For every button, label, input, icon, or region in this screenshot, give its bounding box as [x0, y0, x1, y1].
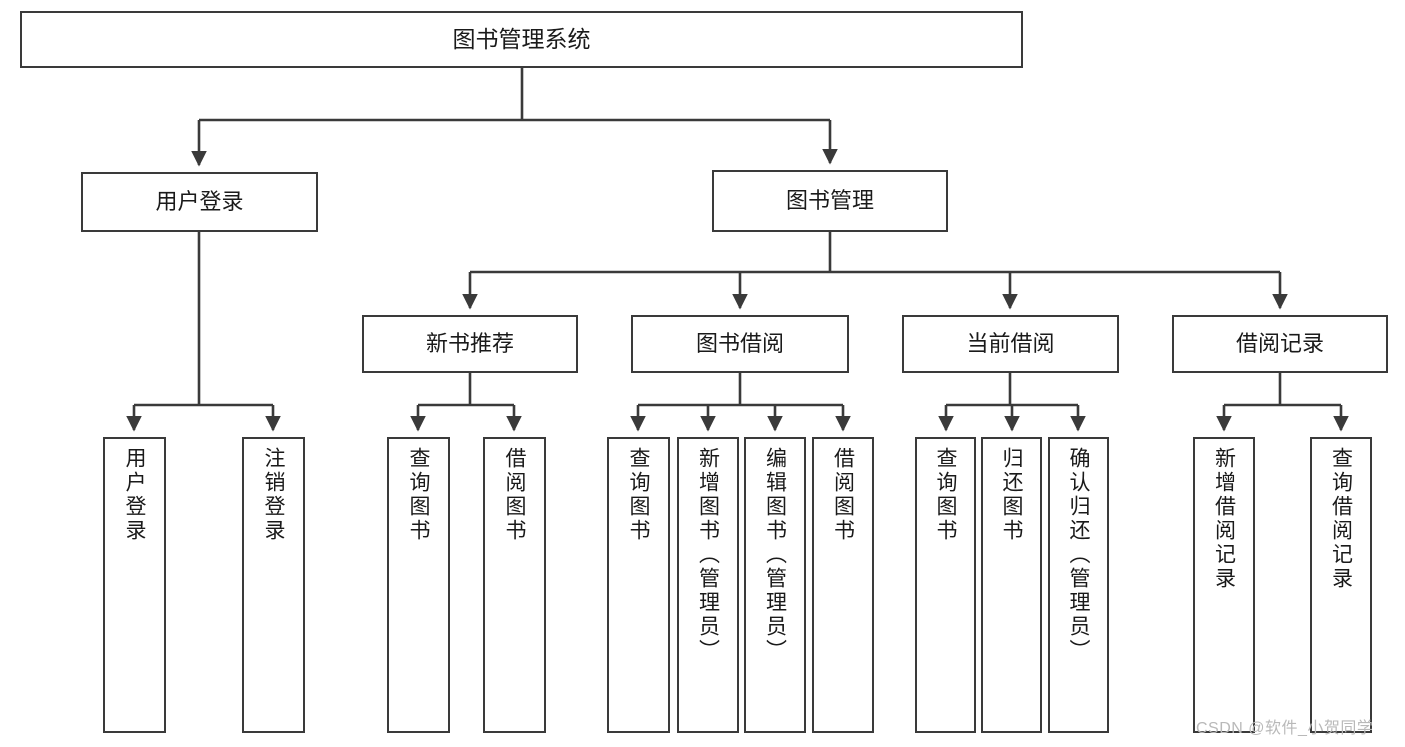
node-user-login[interactable]: 用户登录: [81, 172, 318, 232]
node-leaf-edit-book-admin[interactable]: 编辑图书（管理员）: [744, 437, 806, 733]
node-new-book-recommend[interactable]: 新书推荐: [362, 315, 578, 373]
node-leaf-confirm-return-admin-label: 确认归还（管理员）: [1067, 447, 1090, 663]
node-leaf-borrow-book-2[interactable]: 借阅图书: [812, 437, 874, 733]
node-leaf-query-book-3-label: 查询图书: [934, 447, 957, 543]
node-leaf-user-login-label: 用户登录: [123, 447, 146, 543]
node-user-login-label: 用户登录: [155, 188, 244, 214]
node-root[interactable]: 图书管理系统: [20, 11, 1023, 68]
node-leaf-edit-book-admin-label: 编辑图书（管理员）: [763, 447, 787, 663]
node-leaf-query-book-1-label: 查询图书: [407, 447, 430, 543]
node-leaf-return-book-label: 归还图书: [1000, 447, 1023, 543]
node-book-manage[interactable]: 图书管理: [712, 170, 948, 232]
node-leaf-query-borrow-record-label: 查询借阅记录: [1329, 447, 1353, 591]
node-root-label: 图书管理系统: [452, 25, 591, 52]
node-leaf-confirm-return-admin[interactable]: 确认归还（管理员）: [1048, 437, 1109, 733]
node-book-borrow-label: 图书借阅: [695, 330, 784, 356]
node-leaf-add-book-admin-label: 新增图书（管理员）: [696, 447, 720, 663]
node-leaf-add-borrow-record-label: 新增借阅记录: [1212, 447, 1236, 591]
node-leaf-add-borrow-record[interactable]: 新增借阅记录: [1193, 437, 1255, 733]
node-leaf-query-book-3[interactable]: 查询图书: [915, 437, 976, 733]
node-leaf-logout-login-label: 注销登录: [262, 447, 285, 543]
node-book-borrow[interactable]: 图书借阅: [631, 315, 849, 373]
node-current-borrow[interactable]: 当前借阅: [902, 315, 1119, 373]
node-leaf-query-book-2-label: 查询图书: [627, 447, 650, 543]
node-leaf-borrow-book-1[interactable]: 借阅图书: [483, 437, 546, 733]
node-borrow-record-label: 借阅记录: [1235, 330, 1324, 356]
node-leaf-user-login[interactable]: 用户登录: [103, 437, 166, 733]
node-leaf-query-book-2[interactable]: 查询图书: [607, 437, 670, 733]
node-leaf-query-borrow-record[interactable]: 查询借阅记录: [1310, 437, 1372, 733]
node-leaf-borrow-book-2-label: 借阅图书: [831, 447, 855, 543]
node-borrow-record[interactable]: 借阅记录: [1172, 315, 1388, 373]
node-book-manage-label: 图书管理: [785, 187, 874, 213]
node-leaf-return-book[interactable]: 归还图书: [981, 437, 1042, 733]
node-current-borrow-label: 当前借阅: [966, 330, 1055, 356]
node-new-book-recommend-label: 新书推荐: [425, 330, 514, 356]
node-leaf-add-book-admin[interactable]: 新增图书（管理员）: [677, 437, 739, 733]
node-leaf-logout-login[interactable]: 注销登录: [242, 437, 305, 733]
csdn-watermark: CSDN @软件_小贺同学: [1196, 720, 1374, 737]
node-leaf-query-book-1[interactable]: 查询图书: [387, 437, 450, 733]
node-leaf-borrow-book-1-label: 借阅图书: [503, 447, 526, 543]
